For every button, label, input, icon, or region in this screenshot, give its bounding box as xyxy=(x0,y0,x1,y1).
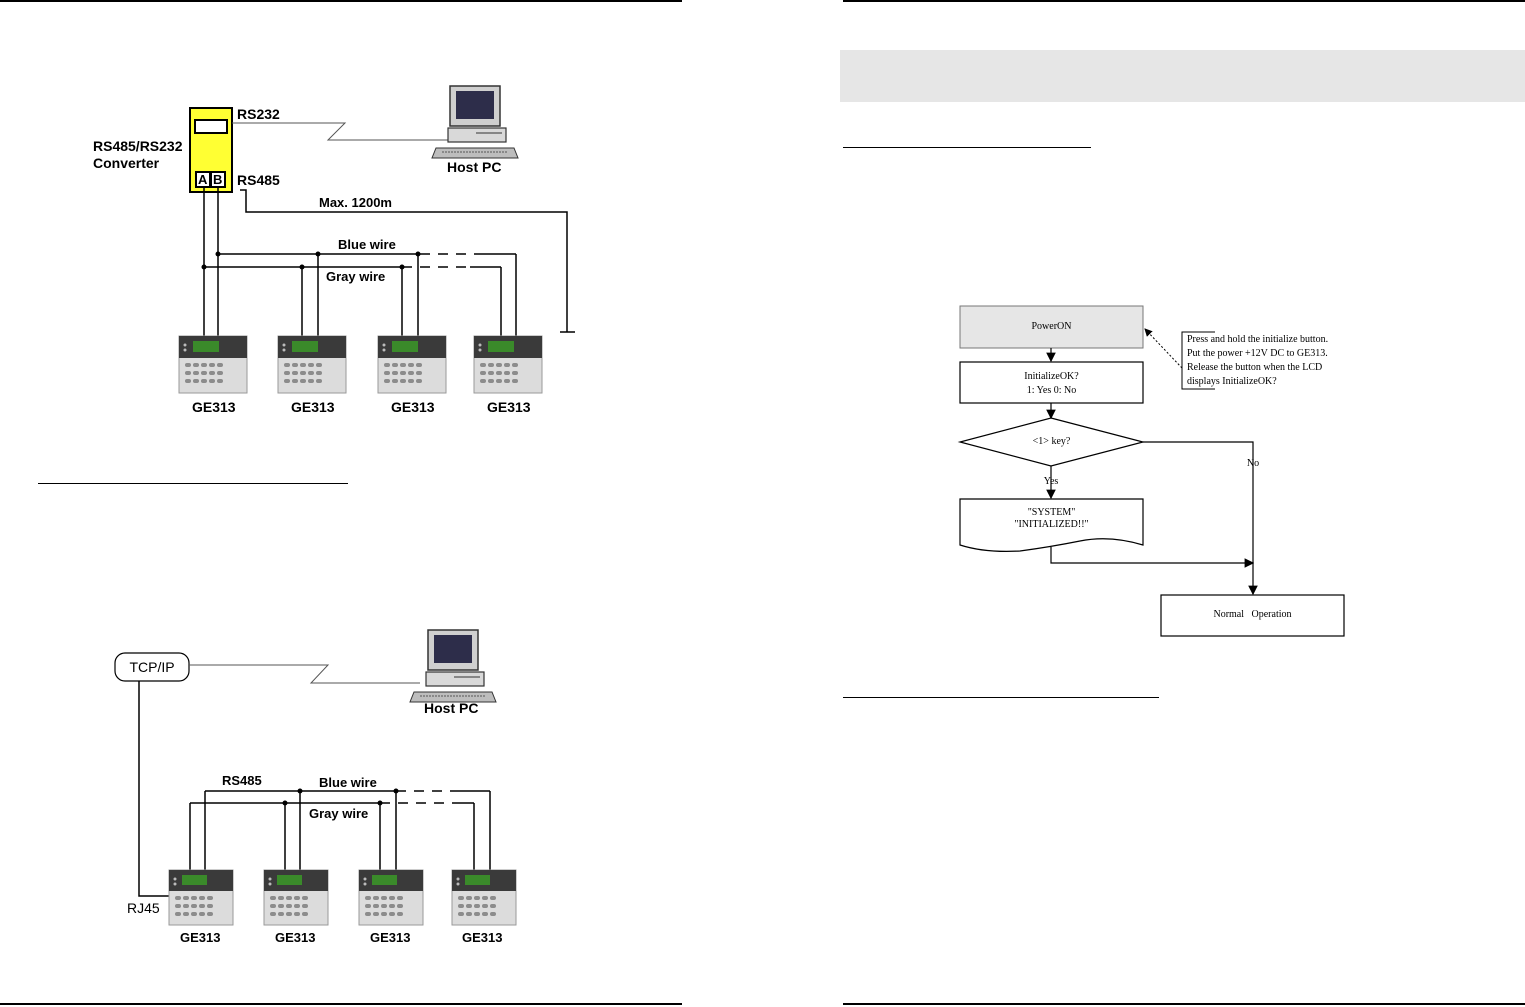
chapter-header-band xyxy=(840,50,1525,102)
converter-label-line2: Converter xyxy=(93,155,160,171)
no-label: No xyxy=(1246,458,1260,469)
tcpip-box xyxy=(114,652,190,682)
note-line: Put the power +12V DC to GE313. xyxy=(1187,348,1328,359)
system-label-line2: "INITIALIZED!!" xyxy=(1014,519,1089,530)
rs485-wiring-diagram xyxy=(178,85,575,394)
right-section-heading-underline-1 xyxy=(843,147,1091,148)
max-distance-label: Max. 1200m xyxy=(319,195,392,210)
device-label: GE313 xyxy=(462,930,503,945)
converter-label-line1: RS485/RS232 xyxy=(93,138,183,154)
yes-label: Yes xyxy=(1043,476,1059,487)
right-page-bottom-rule xyxy=(843,1003,1525,1005)
device-label: GE313 xyxy=(192,399,236,415)
system-initialized-doc xyxy=(959,498,1144,552)
initialize-flowchart xyxy=(957,305,1345,637)
device-label: GE313 xyxy=(370,930,411,945)
right-section-heading-underline-2 xyxy=(843,697,1159,698)
rs485-label: RS485 xyxy=(237,172,280,188)
note-line: Press and hold the initialize button. xyxy=(1187,334,1329,345)
normal-operation-box xyxy=(1160,594,1345,637)
device-label: GE313 xyxy=(291,399,335,415)
power-on-label: PowerON xyxy=(1031,321,1072,332)
rs485-label: RS485 xyxy=(222,773,262,788)
decision-label: <1> key? xyxy=(1032,436,1071,447)
tcpip-wiring-diagram xyxy=(114,629,517,926)
left-page-bottom-rule xyxy=(0,1003,682,1005)
blue-wire-label: Blue wire xyxy=(319,775,377,790)
host-pc-label: Host PC xyxy=(424,700,479,716)
power-on-box xyxy=(959,305,1144,349)
terminal-b-label: B xyxy=(213,172,223,187)
gray-wire-label: Gray wire xyxy=(326,269,386,284)
tcpip-label: TCP/IP xyxy=(129,659,175,675)
note-line: displays InitializeOK? xyxy=(1187,376,1277,387)
host-pc-label: Host PC xyxy=(447,159,502,175)
initialize-label-line2: 1: Yes 0: No xyxy=(1026,385,1077,396)
note-line: Release the button when the LCD xyxy=(1187,362,1323,373)
left-section-heading-underline xyxy=(38,483,348,484)
terminal-a-label: A xyxy=(198,172,208,187)
rs232-label: RS232 xyxy=(237,106,280,122)
device-label: GE313 xyxy=(487,399,531,415)
initialize-label-line1: InitializeOK? xyxy=(1024,371,1079,382)
normal-operation-label: Normal Operation xyxy=(1213,609,1292,620)
device-label: GE313 xyxy=(275,930,316,945)
right-page-top-rule xyxy=(843,0,1525,2)
system-label-line1: "SYSTEM" xyxy=(1027,507,1076,518)
device-label: GE313 xyxy=(391,399,435,415)
rj45-label: RJ45 xyxy=(127,900,160,916)
initialize-box xyxy=(959,361,1144,404)
gray-wire-label: Gray wire xyxy=(309,806,369,821)
blue-wire-label: Blue wire xyxy=(338,237,396,252)
left-page-top-rule xyxy=(0,0,682,2)
device-label: GE313 xyxy=(180,930,221,945)
